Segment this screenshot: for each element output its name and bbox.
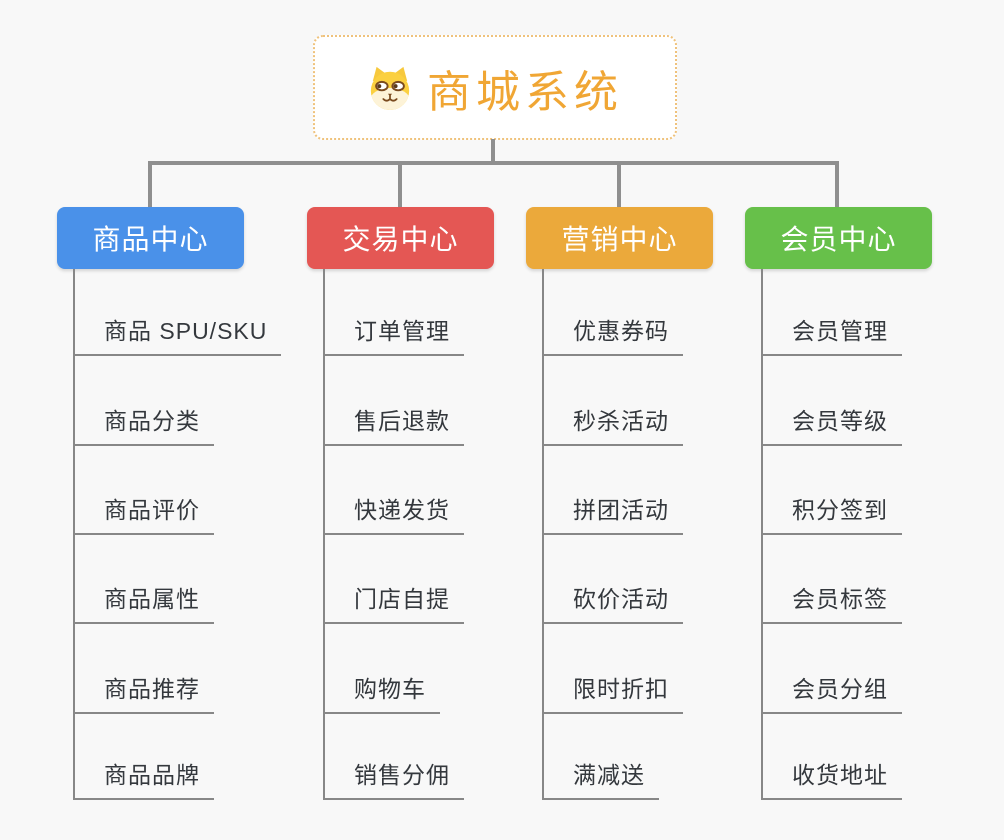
branch-node-trade-center[interactable]: 交易中心 <box>307 207 494 269</box>
leaf-node[interactable]: 销售分佣 <box>323 760 464 800</box>
leaf-node[interactable]: 拼团活动 <box>542 495 683 535</box>
connector-drop <box>617 161 621 207</box>
root-node[interactable]: 商城系统 <box>313 35 677 140</box>
leaf-node[interactable]: 商品评价 <box>73 495 214 535</box>
branch-node-member-center[interactable]: 会员中心 <box>745 207 932 269</box>
leaf-node[interactable]: 商品分类 <box>73 406 214 446</box>
leaf-node[interactable]: 收货地址 <box>761 760 902 800</box>
branch-node-product-center[interactable]: 商品中心 <box>57 207 244 269</box>
leaf-node[interactable]: 积分签到 <box>761 495 902 535</box>
leaf-node[interactable]: 会员管理 <box>761 316 902 356</box>
connector-root-stub <box>491 139 495 165</box>
leaf-node[interactable]: 购物车 <box>323 674 440 714</box>
leaf-node[interactable]: 限时折扣 <box>542 674 683 714</box>
leaf-node[interactable]: 会员标签 <box>761 584 902 624</box>
leaf-node[interactable]: 会员等级 <box>761 406 902 446</box>
leaf-node[interactable]: 商品品牌 <box>73 760 214 800</box>
leaf-node[interactable]: 会员分组 <box>761 674 902 714</box>
leaf-node[interactable]: 商品 SPU/SKU <box>73 316 282 356</box>
connector-drop <box>835 161 839 207</box>
leaf-node[interactable]: 快递发货 <box>323 495 464 535</box>
branch-node-marketing-center[interactable]: 营销中心 <box>526 207 713 269</box>
leaf-node[interactable]: 砍价活动 <box>542 584 683 624</box>
leaf-node[interactable]: 订单管理 <box>323 316 464 356</box>
connector-drop <box>148 161 152 207</box>
leaf-node[interactable]: 售后退款 <box>323 406 464 446</box>
leaf-node[interactable]: 秒杀活动 <box>542 406 683 446</box>
leaf-node[interactable]: 商品推荐 <box>73 674 214 714</box>
leaf-node[interactable]: 满减送 <box>542 760 659 800</box>
leaf-node[interactable]: 商品属性 <box>73 584 214 624</box>
root-title: 商城系统 <box>427 67 623 117</box>
connector-bus <box>148 161 839 165</box>
leaf-node[interactable]: 门店自提 <box>323 584 464 624</box>
leaf-node[interactable]: 优惠券码 <box>542 316 683 356</box>
connector-drop <box>398 161 402 207</box>
shiba-dog-icon <box>370 66 410 110</box>
